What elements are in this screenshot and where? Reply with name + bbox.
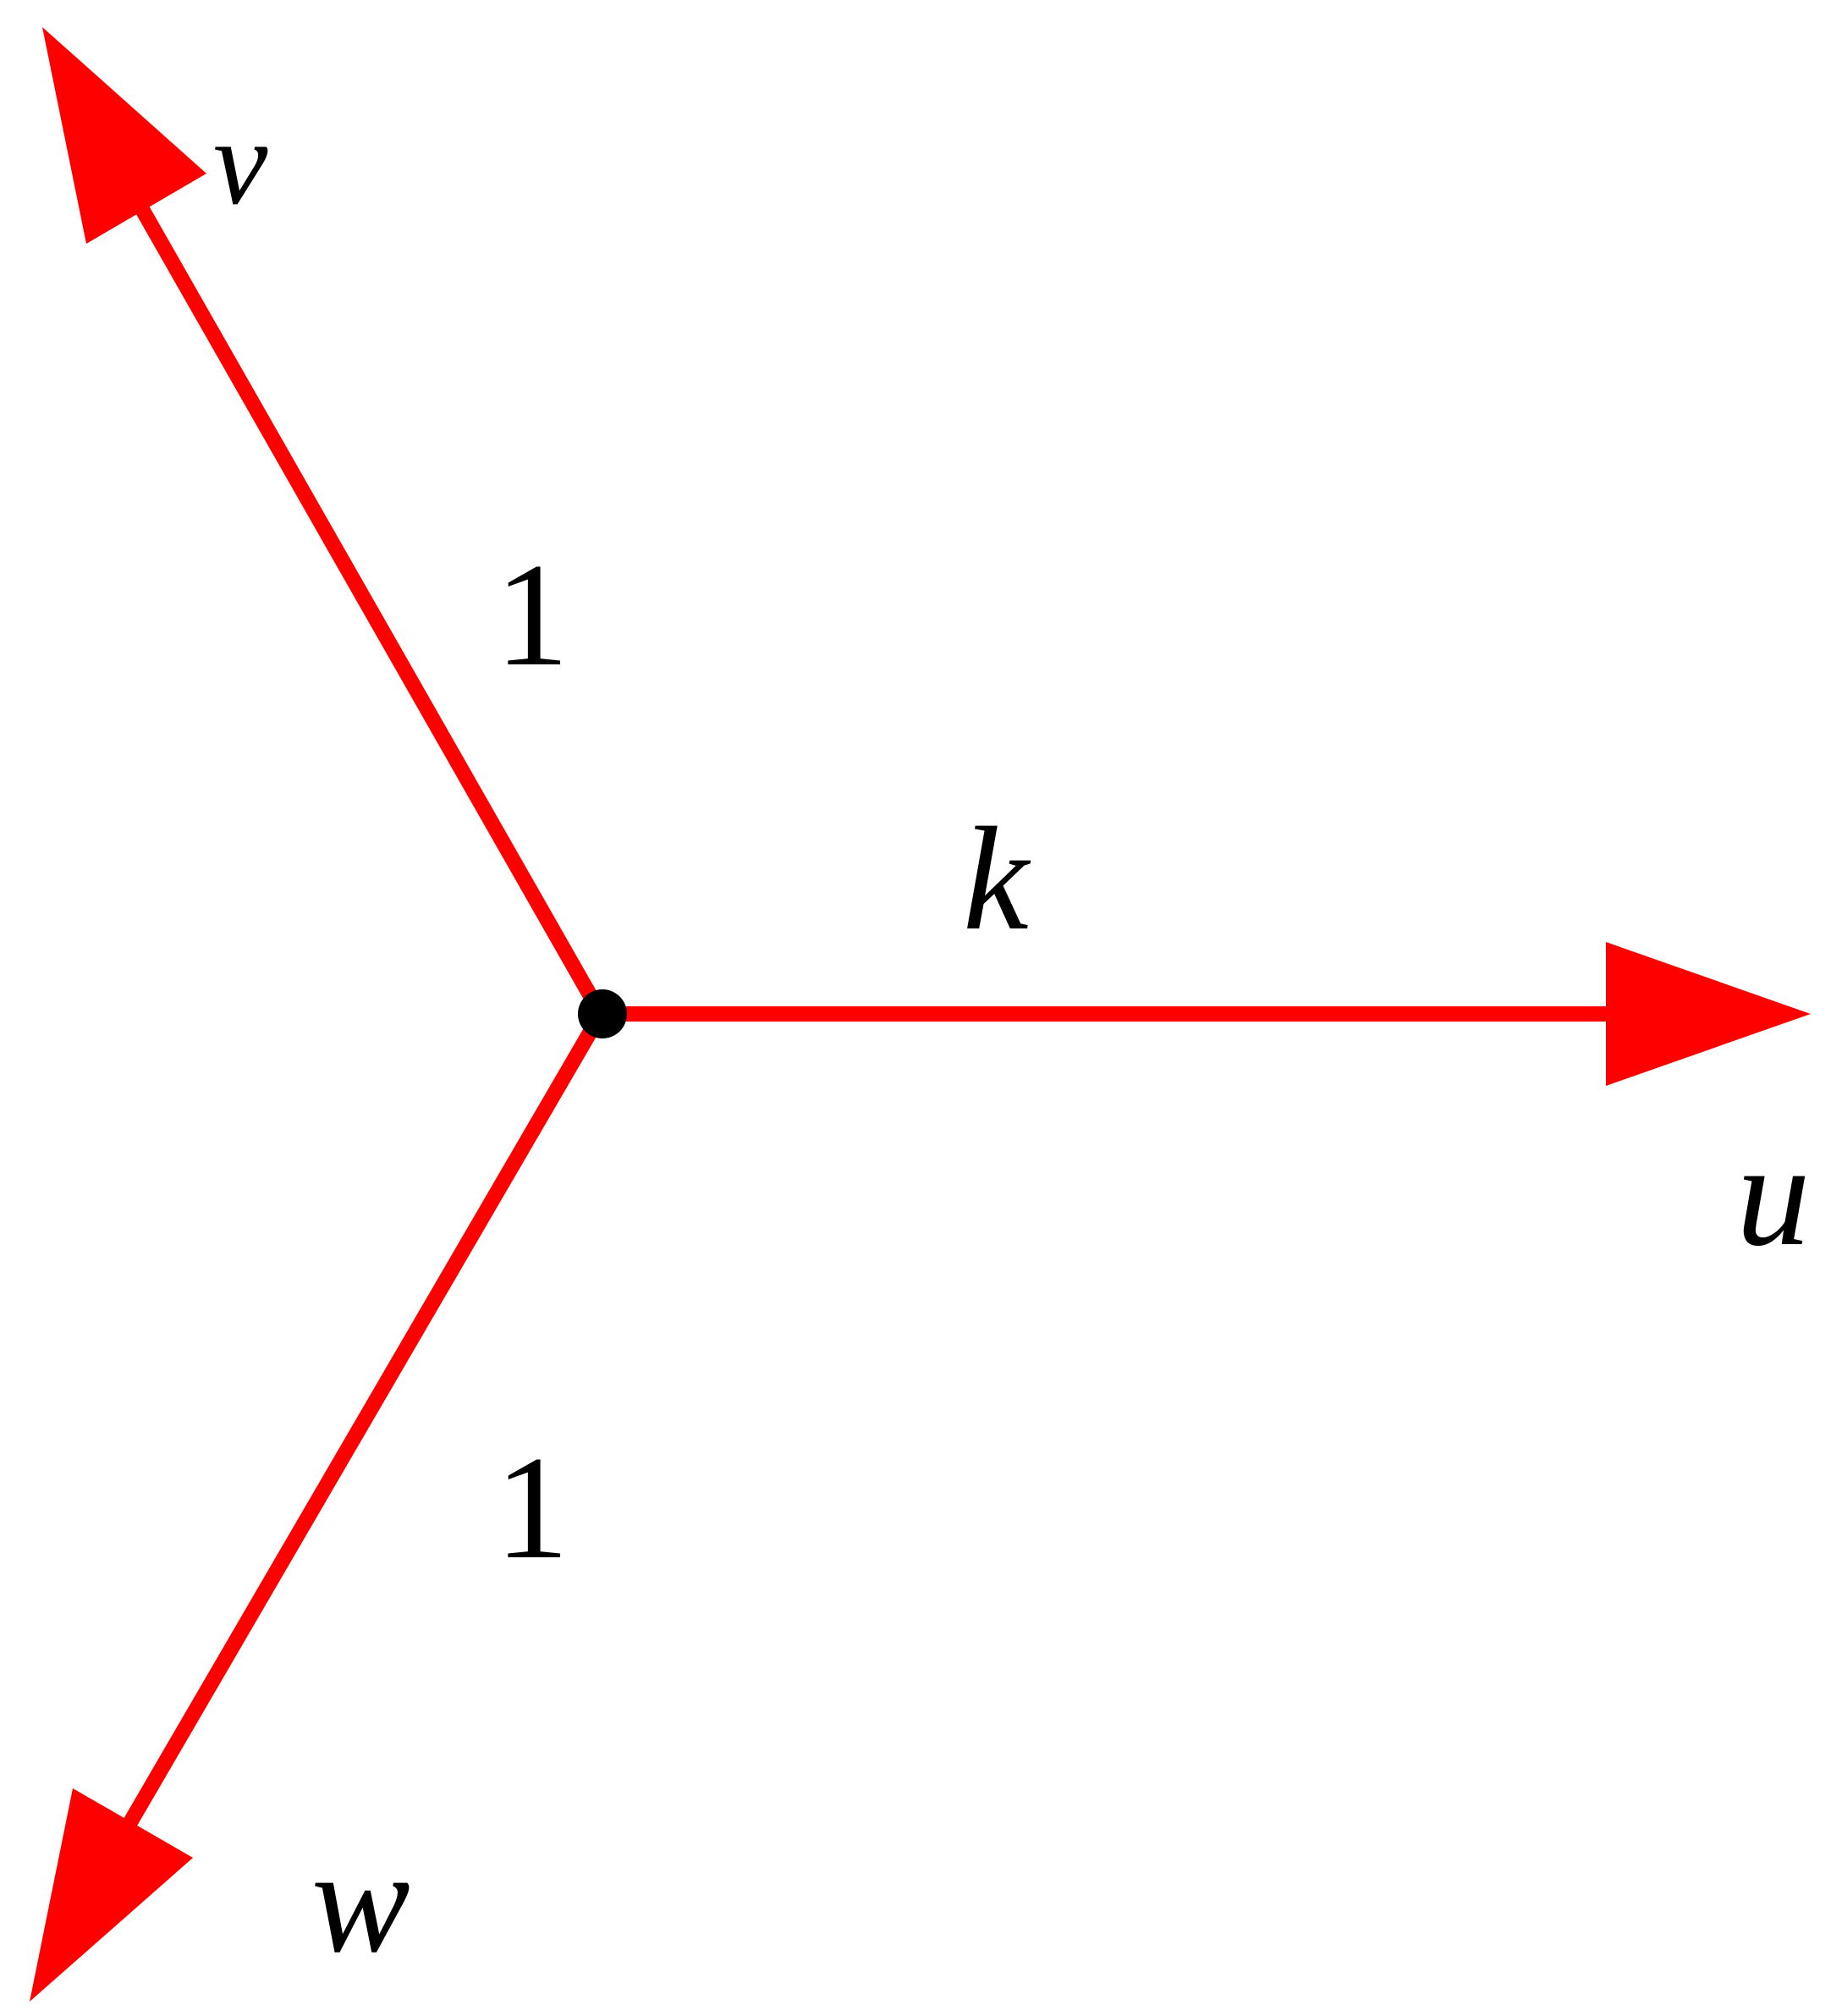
edge-w-weight-label: 1 <box>495 1425 569 1589</box>
edge-v-arrowhead <box>42 27 206 244</box>
edge-w-line <box>120 1010 608 1832</box>
edge-w <box>30 1010 608 2002</box>
edge-u-arrowhead <box>1606 942 1811 1086</box>
edge-w-direction-label: w <box>311 1819 410 1983</box>
edge-w-arrowhead <box>30 1788 193 2002</box>
edge-v-direction-label: v <box>213 95 268 230</box>
central-vertex <box>578 989 627 1038</box>
edge-u <box>601 942 1811 1086</box>
edge-v-weight-label: 1 <box>495 532 569 697</box>
edge-u-direction-label: u <box>1736 1112 1811 1276</box>
edge-u-weight-label: k <box>963 796 1031 961</box>
edge-v-line <box>133 201 608 1018</box>
edge-v <box>42 27 608 1018</box>
